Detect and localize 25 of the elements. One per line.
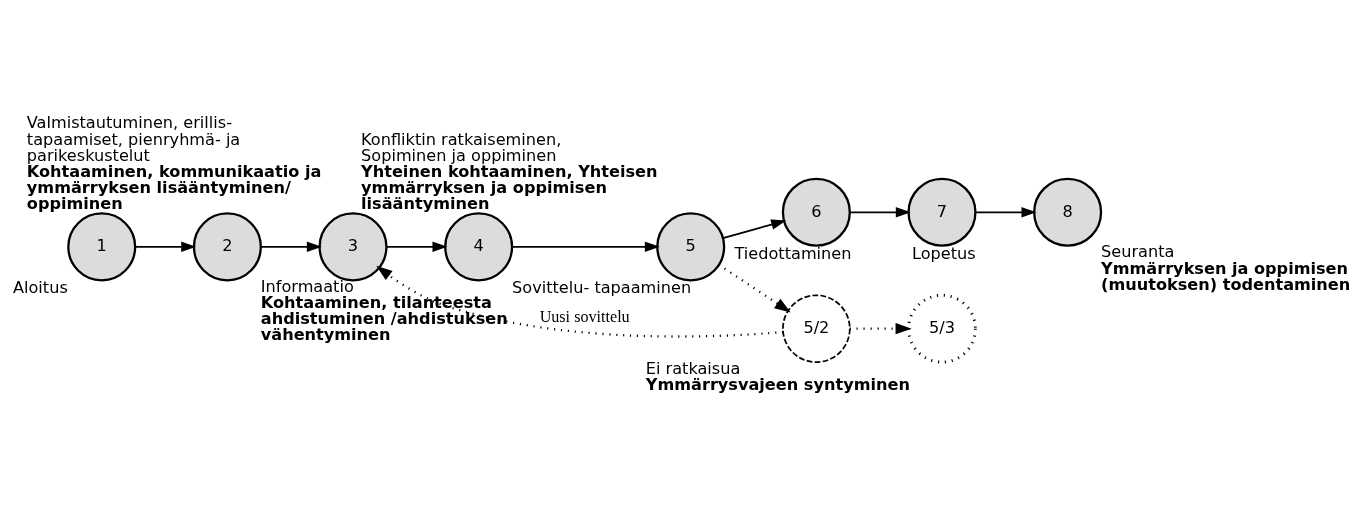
arrow [974, 206, 1037, 218]
node-circle: 7 [907, 177, 977, 247]
arrow [849, 206, 911, 218]
node-label: Aloitus [12, 277, 68, 297]
arrow [385, 241, 448, 252]
node-circle: 6 [781, 177, 851, 247]
arrow [260, 241, 322, 252]
arrow [849, 322, 912, 334]
node-circle: 8 [1033, 177, 1103, 247]
arrow [376, 265, 784, 338]
node-circle: 2 [192, 211, 262, 281]
node-circle: 3 [318, 211, 388, 281]
node-circle: 4 [444, 211, 514, 281]
node-label: Valmistautuminen, erillis- tapaamiset, pienryhmä- ja parikeskustelut [26, 112, 241, 165]
node-label: Ymmärryksen ja oppimisen (muutoksen) todentaminen [1101, 258, 1351, 294]
arrow [718, 263, 791, 312]
arrow [722, 218, 787, 239]
arrow [134, 241, 197, 252]
node-circle: 5/3 [907, 293, 977, 364]
node-circle: 1 [67, 211, 137, 281]
node-circle: 5/2 [782, 293, 851, 363]
arrow [511, 241, 660, 252]
edge-label: Uusi sovittelu [539, 307, 630, 325]
node-circle: 5 [656, 211, 726, 281]
node-label: Seuranta [1101, 241, 1175, 261]
